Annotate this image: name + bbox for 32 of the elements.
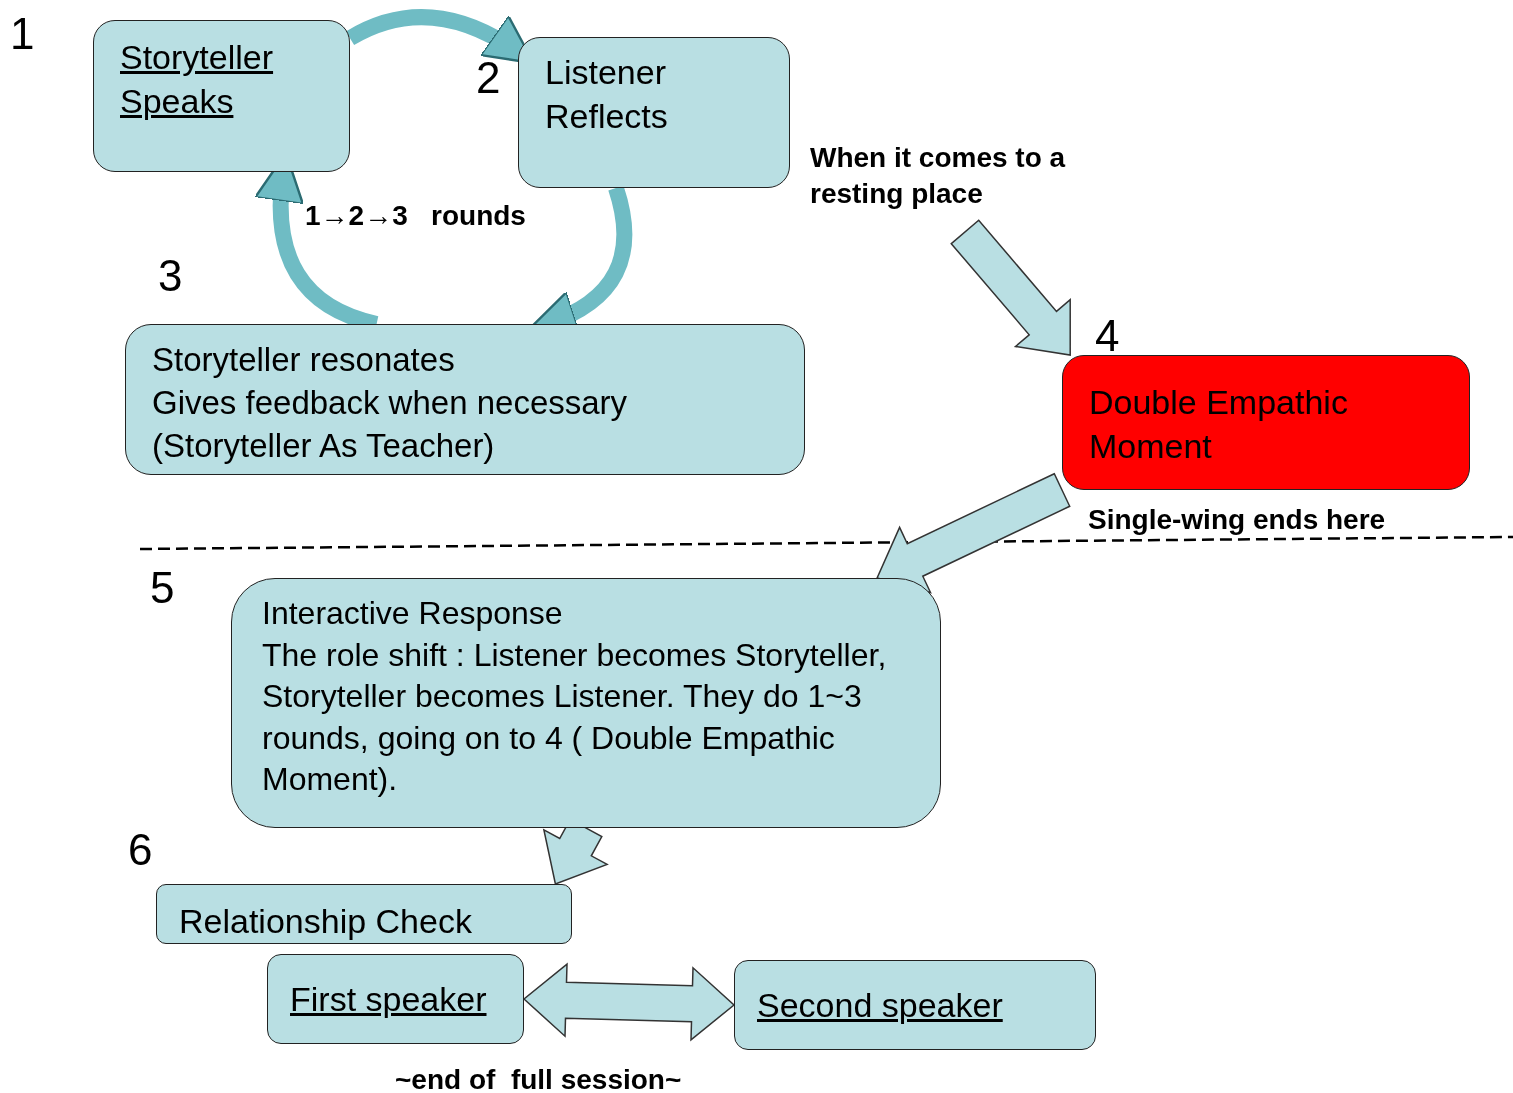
box-text: Relationship Check <box>179 901 473 942</box>
box-text: First speaker <box>290 979 488 1020</box>
step-number: 6 <box>128 828 153 872</box>
step-number: 4 <box>1095 314 1120 358</box>
highlight-box <box>1062 355 1470 490</box>
step-number: 5 <box>150 566 175 610</box>
step-number: 3 <box>158 254 183 298</box>
block-arrow <box>522 962 736 1042</box>
process-box <box>734 960 1096 1050</box>
box-text: Listener Reflects <box>545 52 669 138</box>
box-text: Storyteller resonates <box>152 340 456 380</box>
edge-label: When it comes to a resting place <box>810 141 1067 212</box>
note-text: Single-wing ends here <box>1088 503 1386 537</box>
box-text: Storyteller Speaks <box>120 37 275 123</box>
note-text: 1→2→3 rounds <box>305 199 526 233</box>
process-box <box>93 20 350 172</box>
process-box <box>518 37 790 188</box>
box-text: Gives feedback when necessary <box>152 382 629 423</box>
process-box <box>156 884 572 944</box>
box-text: (Storyteller As Teacher) <box>152 425 496 466</box>
block-arrow <box>876 472 1071 594</box>
step-number: 2 <box>476 56 501 100</box>
block-arrow <box>950 219 1071 356</box>
box-text: Interactive Response <box>262 594 564 633</box>
process-box <box>125 324 805 475</box>
step-number: 1 <box>10 12 35 56</box>
box-text: Double Empathic Moment <box>1089 382 1349 468</box>
process-box <box>267 954 524 1044</box>
box-text: The role shift : Listener becomes Storyteller, Storyteller becomes Listener. They do 1~3 rounds, going on to 4 ( Double Empathic Moment). <box>262 635 888 800</box>
note-text: ~end of full session~ <box>395 1063 682 1093</box>
process-box <box>231 578 941 828</box>
box-text: Second speaker <box>757 985 1004 1026</box>
